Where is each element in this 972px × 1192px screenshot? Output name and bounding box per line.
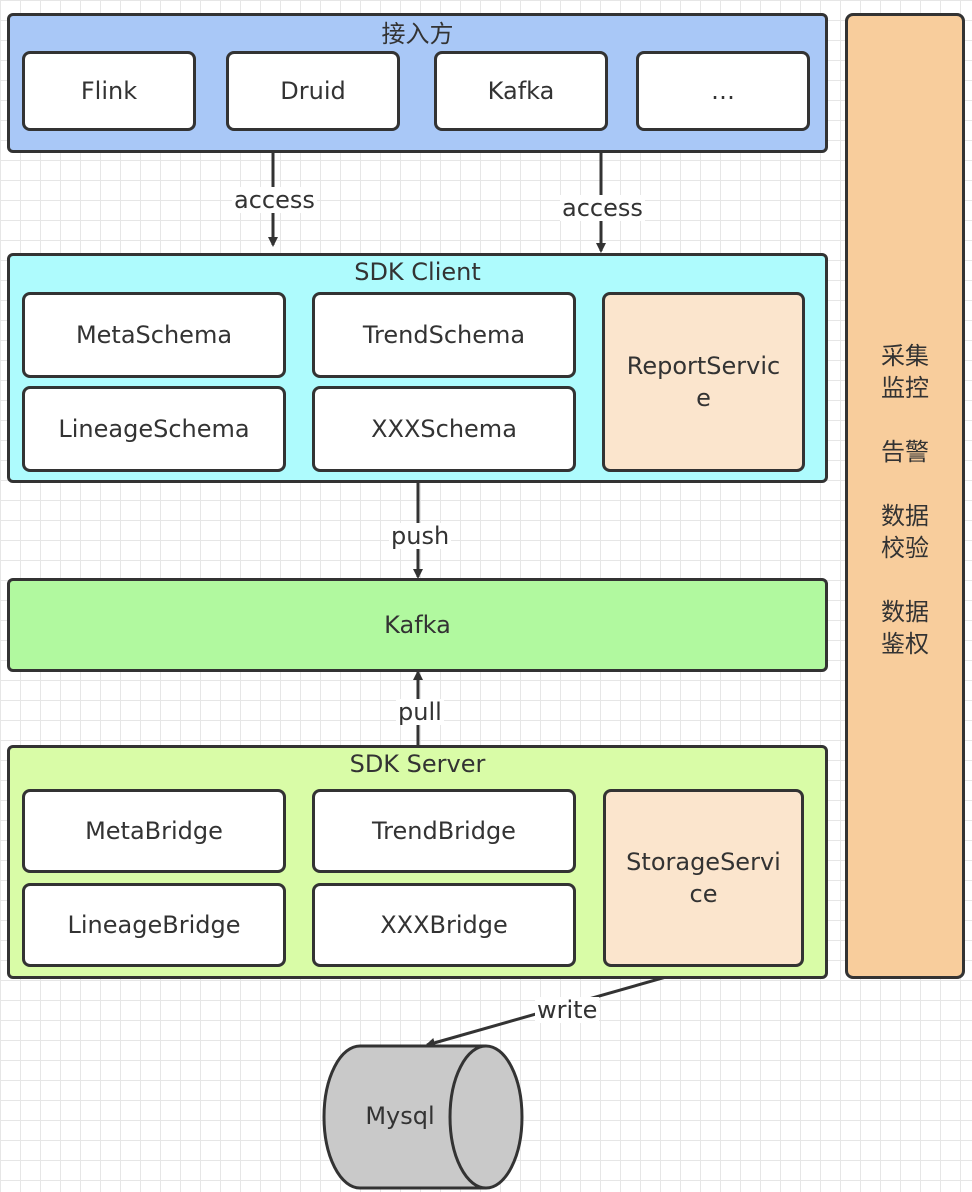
access-party-title: 接入方 [381,20,454,48]
side-panel: 采集监控 告警 数据校验 数据鉴权 [845,13,965,979]
access-left-label: access [232,186,317,214]
alert-label: 告警 [881,438,929,466]
kafka-broker-node: Kafka [7,578,828,672]
data-validation-label: 数据校验 [881,502,929,562]
trend-schema-node: TrendSchema [312,292,576,378]
xxx-bridge-node: XXXBridge [312,883,576,967]
sdk-server-title: SDK Server [349,750,486,778]
xxx-schema-node: XXXSchema [312,386,576,472]
meta-schema-node: MetaSchema [22,292,286,378]
write-label: write [535,996,600,1024]
pull-label: pull [396,698,444,726]
sdk-client-title: SDK Client [354,258,481,286]
mysql-cylinder [322,1044,524,1190]
mysql-label: Mysql [365,1102,435,1130]
lineage-bridge-node: LineageBridge [22,883,286,967]
kafka-source-node: Kafka [434,51,608,131]
push-label: push [389,522,452,550]
data-auth-label: 数据鉴权 [881,598,929,658]
meta-bridge-node: MetaBridge [22,789,286,873]
collect-monitor-label: 采集监控 [881,342,929,402]
report-service-node: ReportService [602,292,805,472]
lineage-schema-node: LineageSchema [22,386,286,472]
storage-service-node: StorageService [603,789,804,967]
trend-bridge-node: TrendBridge [312,789,576,873]
more-node: … [636,51,810,131]
druid-node: Druid [226,51,400,131]
access-right-label: access [560,194,645,222]
flink-node: Flink [22,51,196,131]
